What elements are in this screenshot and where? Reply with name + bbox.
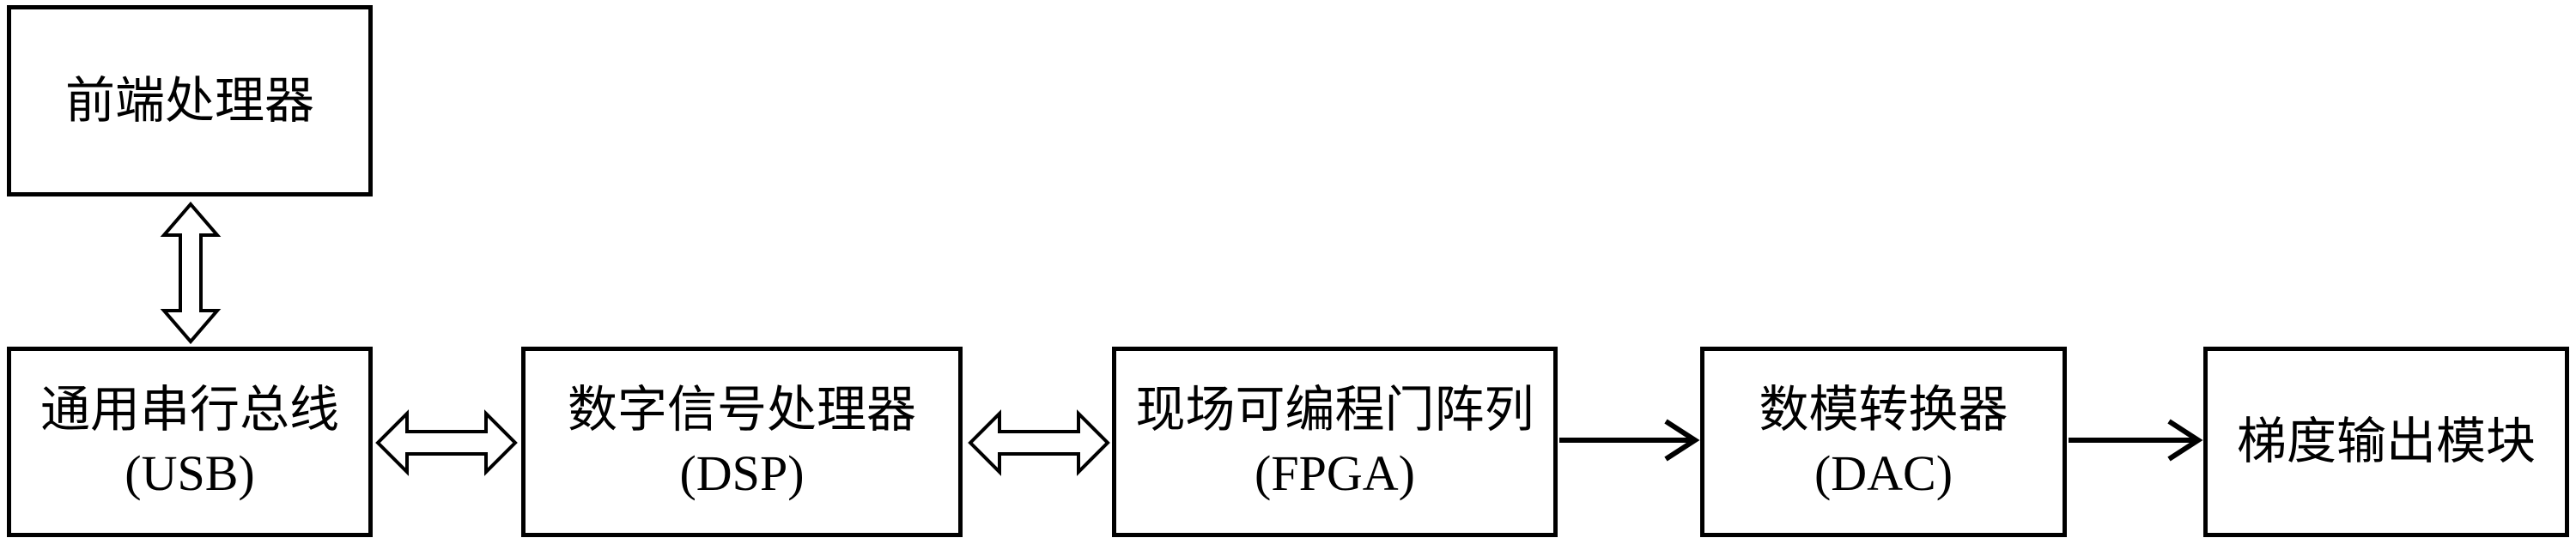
node-dsp: 数字信号处理器 (DSP) [521, 347, 963, 537]
node-gradient-output-module-label: 梯度输出模块 [2236, 414, 2536, 469]
arrow-frontend-usb-bidirectional [160, 201, 222, 345]
node-fpga: 现场可编程门阵列 (FPGA) [1112, 347, 1558, 537]
arrow-usb-dsp-bidirectional [375, 409, 518, 476]
node-usb-abbr: (USB) [125, 445, 255, 501]
arrow-fpga-dac-head [1664, 419, 1700, 462]
arrow-dac-gradient [2069, 419, 2203, 462]
arrow-dac-gradient-head [2167, 419, 2203, 462]
node-frontend-processor: 前端处理器 [7, 5, 373, 196]
node-dsp-label: 数字信号处理器 [567, 382, 916, 438]
arrow-fpga-dac [1559, 419, 1700, 462]
node-fpga-label: 现场可编程门阵列 [1135, 382, 1534, 438]
node-fpga-abbr: (FPGA) [1255, 445, 1415, 501]
node-usb: 通用串行总线 (USB) [7, 347, 373, 537]
node-dac-label: 数模转换器 [1759, 382, 2008, 438]
node-dsp-abbr: (DSP) [679, 445, 805, 501]
arrow-dsp-fpga-bidirectional [968, 409, 1110, 476]
node-dac: 数模转换器 (DAC) [1700, 347, 2067, 537]
node-gradient-output-module: 梯度输出模块 [2203, 347, 2569, 537]
node-frontend-processor-label: 前端处理器 [64, 72, 314, 129]
node-dac-abbr: (DAC) [1814, 445, 1953, 501]
node-usb-label: 通用串行总线 [39, 382, 339, 438]
